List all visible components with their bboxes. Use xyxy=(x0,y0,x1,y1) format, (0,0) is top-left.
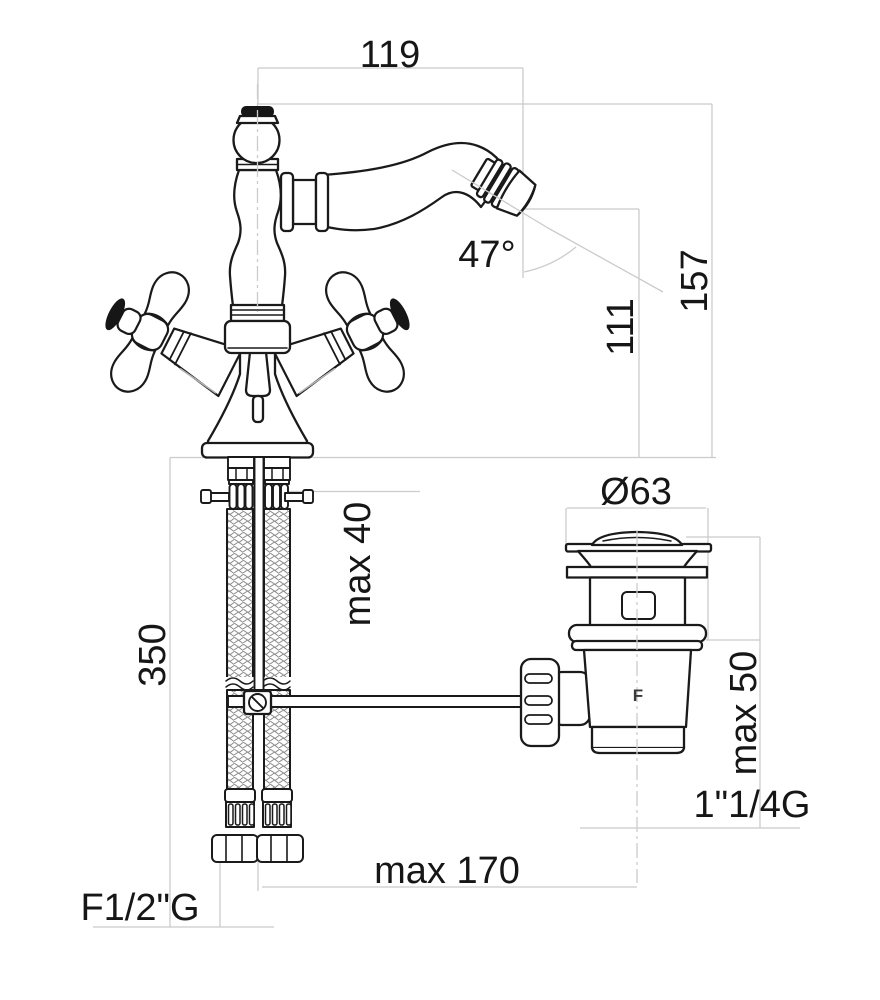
label-hose-length: 350 xyxy=(132,623,174,686)
dim-total-height-line xyxy=(258,103,713,457)
faucet-drawing xyxy=(78,106,713,863)
label-total-height: 157 xyxy=(674,249,716,312)
hose-hex-nut-left xyxy=(211,834,259,863)
drain-knurled-nut xyxy=(519,657,561,748)
label-hose-thread: F1/2"G xyxy=(80,887,199,929)
drain-thread xyxy=(590,725,686,755)
label-deck-thickness-faucet: max 40 xyxy=(337,502,379,627)
label-rod-reach: max 170 xyxy=(374,850,520,892)
dim-rod-reach-line xyxy=(257,860,637,891)
dim-max50-line xyxy=(686,536,761,828)
dim-outlet-height-line xyxy=(524,208,640,457)
label-spout-reach: 119 xyxy=(360,34,421,76)
popup-vertical-rod xyxy=(253,456,265,691)
popup-horizontal-rod xyxy=(227,695,525,708)
drain-overflow-window xyxy=(621,591,656,620)
label-drain-thread: 1"1/4G xyxy=(693,784,810,826)
drain-assembly xyxy=(519,530,713,755)
drain-body-marking: F xyxy=(633,686,643,705)
fixing-studs xyxy=(200,489,314,504)
popup-knob xyxy=(244,350,272,424)
label-spout-angle: 47° xyxy=(458,234,515,276)
spout-junction xyxy=(279,171,330,233)
dimension-labels: 119 47° 111 157 max 40 350 Ø63 max 50 1"… xyxy=(80,34,810,929)
faucet-body xyxy=(200,106,315,459)
hose-end-fittings xyxy=(211,788,304,863)
annotation-overlays xyxy=(256,84,664,883)
aerator xyxy=(470,157,537,217)
label-drain-diameter: Ø63 xyxy=(600,471,672,513)
label-deck-thickness-drain: max 50 xyxy=(723,651,765,776)
body-rings xyxy=(229,303,286,323)
spout-axis-line xyxy=(451,169,664,293)
hose-hex-nut-right xyxy=(256,834,304,863)
tailpieces xyxy=(200,456,314,510)
body-bonnet xyxy=(223,319,292,355)
base-flange xyxy=(200,441,315,459)
dim-hose-length-line xyxy=(93,457,274,928)
dimension-lines xyxy=(93,67,800,928)
label-outlet-height: 111 xyxy=(600,298,642,356)
hose-break-symbol xyxy=(224,677,293,691)
angle-arc xyxy=(523,246,577,273)
